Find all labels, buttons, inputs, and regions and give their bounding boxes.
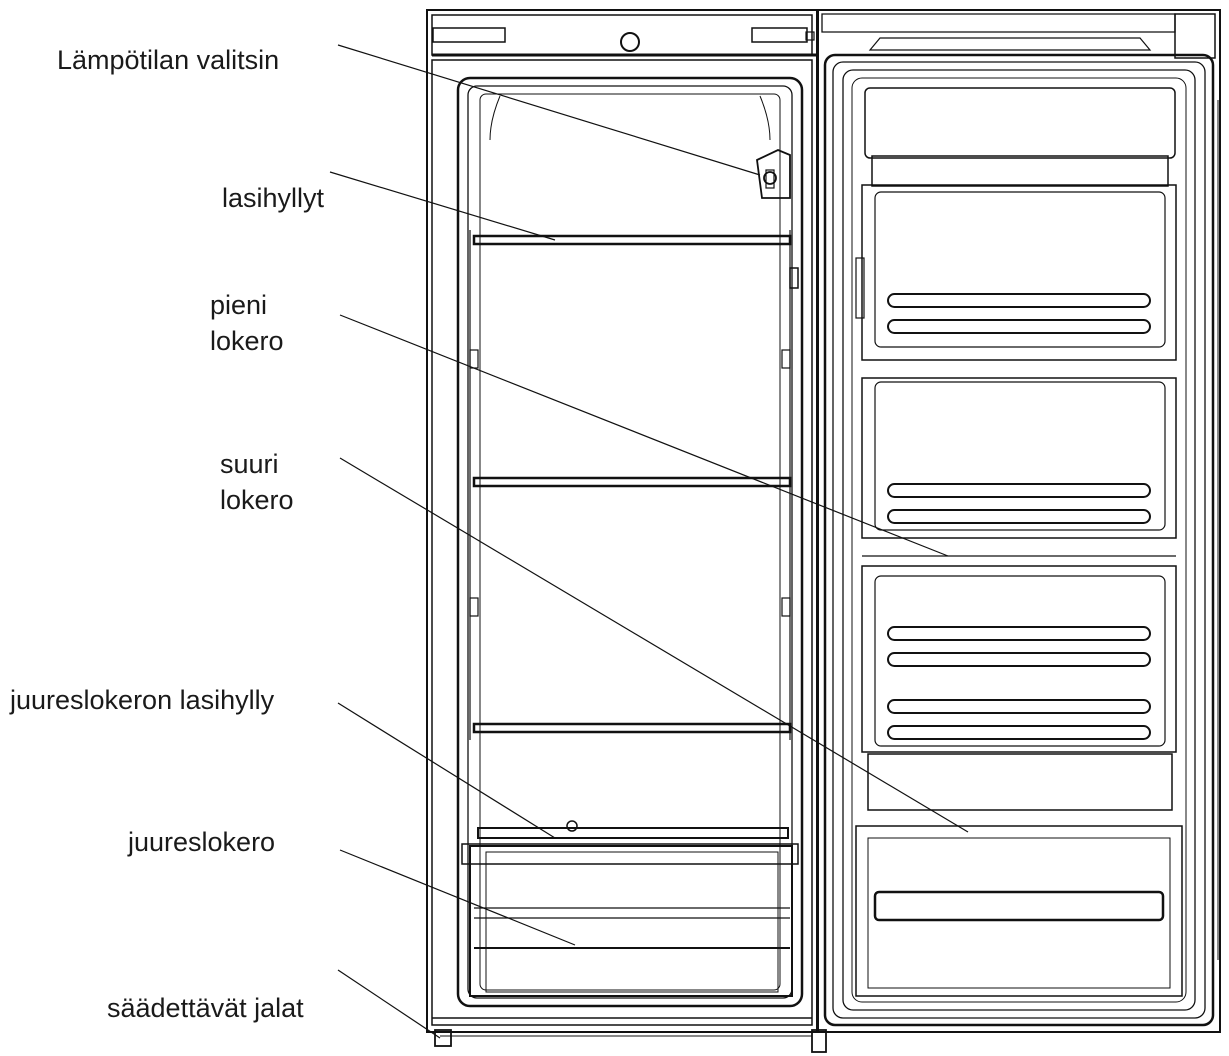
foot-right-icon bbox=[811, 1029, 827, 1053]
leader-crisper bbox=[339, 849, 576, 946]
label-large-bin-line2: lokero bbox=[220, 485, 294, 515]
leader-crisper-glass bbox=[337, 702, 556, 839]
leader-large-bin bbox=[339, 457, 969, 833]
label-adjustable-feet: säädettävät jalat bbox=[107, 993, 304, 1023]
foot-left-icon bbox=[434, 1029, 452, 1047]
leader-small-bin bbox=[339, 314, 949, 557]
label-thermostat: Lämpötilan valitsin bbox=[57, 45, 280, 75]
label-small-bin-line1: pieni bbox=[210, 290, 268, 320]
cabinet bbox=[426, 9, 827, 1053]
leader-feet bbox=[337, 969, 441, 1039]
door bbox=[817, 9, 1221, 1033]
thermostat-icon bbox=[763, 171, 777, 185]
top-knob-icon bbox=[620, 32, 640, 52]
leader-glass-shelves bbox=[329, 171, 556, 241]
label-small-bin-line2: lokero bbox=[210, 326, 284, 356]
label-glass-shelves: lasihyllyt bbox=[222, 183, 325, 213]
label-crisper: juureslokero bbox=[128, 827, 276, 857]
leader-thermostat bbox=[337, 44, 761, 176]
leader-lines bbox=[329, 44, 969, 1039]
label-crisper-glass-shelf: juureslokeron lasihylly bbox=[10, 685, 275, 715]
label-large-bin-line1: suuri bbox=[220, 449, 279, 479]
